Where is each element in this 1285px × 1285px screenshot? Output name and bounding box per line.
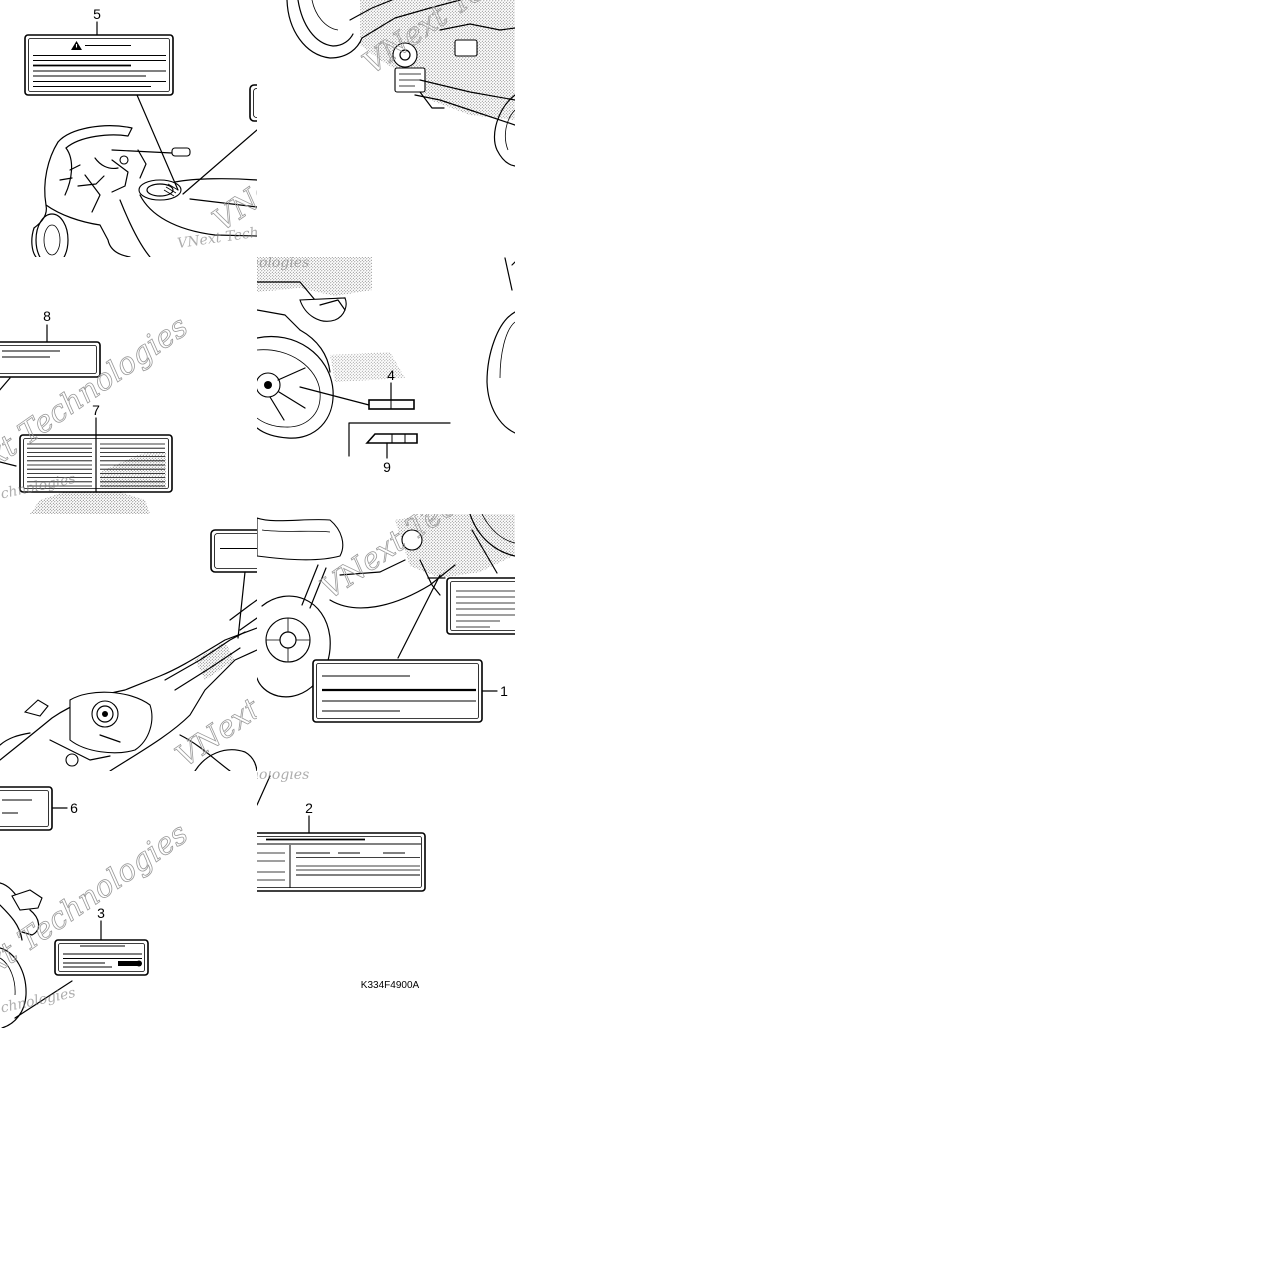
label-plate-2 <box>257 832 426 892</box>
label-plate-partial <box>210 529 257 573</box>
callout-6: 6 <box>70 800 78 816</box>
label-plate-1 <box>312 659 483 723</box>
bracket-line <box>348 422 451 457</box>
callout-2: 2 <box>305 800 313 816</box>
callout-5: 5 <box>93 6 101 22</box>
tile-labels-8-7: 8 7 VNext Technologies VNext Technologie… <box>0 308 195 514</box>
motorcycle-top-sketch <box>0 599 257 771</box>
label-plate-6 <box>0 786 53 831</box>
callout-1: 1 <box>500 683 508 699</box>
callout-7: 7 <box>92 402 100 418</box>
watermark: VNext Technologies <box>168 767 309 783</box>
motorcycle-handlebar-sketch <box>0 882 43 1028</box>
label-plate-3 <box>54 939 149 976</box>
stipple-shading <box>360 0 515 120</box>
tile-label-2: 2 VNext Technologies K334F4900A <box>168 767 426 991</box>
tile-side-view: VNext Technologies <box>286 0 515 167</box>
callout-8: 8 <box>43 308 51 324</box>
tile-rear-wheel: 4 9 VNext Technologies <box>168 255 515 475</box>
callout-9: 9 <box>383 459 391 475</box>
label-plate-5 <box>24 34 174 96</box>
leader-lines <box>96 21 257 208</box>
stipple-shading <box>30 490 150 514</box>
stipple-shading <box>257 257 372 296</box>
label-plate-9 <box>365 433 418 444</box>
label-plate-partial <box>249 84 257 122</box>
motorcycle-rear-sketch <box>257 257 515 439</box>
label-plate-partial <box>446 577 515 635</box>
motorcycle-front-sketch <box>31 125 257 257</box>
motorcycle-front-side-sketch <box>257 514 515 698</box>
stipple-shading <box>395 514 515 578</box>
callout-4: 4 <box>387 367 395 383</box>
label-plate-8 <box>0 341 101 378</box>
motorcycle-side-sketch <box>286 0 515 167</box>
callout-3: 3 <box>97 905 105 921</box>
part-code: K334F4900A <box>361 980 420 991</box>
label-plate-4 <box>368 399 415 410</box>
stipple-shading <box>330 352 405 382</box>
watermark: VNext Technologies <box>168 255 309 271</box>
